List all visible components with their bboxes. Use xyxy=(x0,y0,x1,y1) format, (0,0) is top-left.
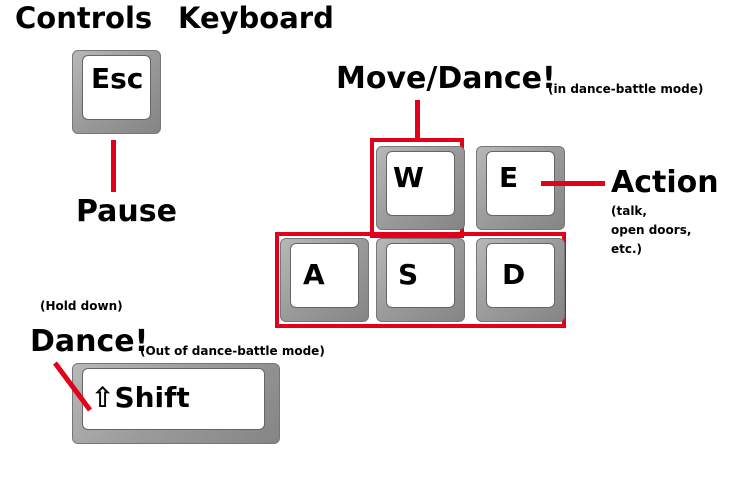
esc-keycap xyxy=(82,55,151,120)
pause-label: Pause xyxy=(76,194,177,229)
s-key-label: S xyxy=(398,258,419,291)
action-connector-line xyxy=(541,181,605,186)
shift-key-label: ⇧Shift xyxy=(91,381,190,414)
d-key[interactable]: D xyxy=(476,238,565,322)
action-label: Action xyxy=(611,165,719,200)
action-note-3: etc.) xyxy=(611,242,643,256)
s-keycap xyxy=(386,243,455,308)
a-keycap xyxy=(290,243,359,308)
w-keycap xyxy=(386,151,455,216)
e-key-label: E xyxy=(499,161,519,194)
e-key[interactable]: E xyxy=(476,146,565,230)
d-keycap xyxy=(486,243,555,308)
w-key-label: W xyxy=(393,161,424,194)
shift-keycap xyxy=(82,368,265,430)
hold-down-note: (Hold down) xyxy=(40,299,123,313)
move-dance-label: Move/Dance! xyxy=(336,61,556,96)
move-dance-note: (in dance-battle mode) xyxy=(548,82,704,96)
a-key-label: A xyxy=(303,258,325,291)
w-key[interactable]: W xyxy=(376,146,465,230)
s-key[interactable]: S xyxy=(376,238,465,322)
move-connector-line xyxy=(415,100,420,140)
pause-connector-line xyxy=(111,140,116,192)
shift-key[interactable]: ⇧Shift xyxy=(72,363,280,444)
keyboard-title: Keyboard xyxy=(178,1,334,35)
esc-key-label: Esc xyxy=(91,62,144,95)
controls-title: Controls xyxy=(15,1,153,35)
dance-label: Dance! xyxy=(30,324,149,359)
a-key[interactable]: A xyxy=(280,238,369,322)
dance-note: (Out of dance-battle mode) xyxy=(140,344,325,358)
d-key-label: D xyxy=(502,258,526,291)
dance-connector-line xyxy=(52,361,93,412)
action-note-1: (talk, xyxy=(611,204,647,218)
action-note-2: open doors, xyxy=(611,223,692,237)
esc-key[interactable]: Esc xyxy=(72,50,161,134)
